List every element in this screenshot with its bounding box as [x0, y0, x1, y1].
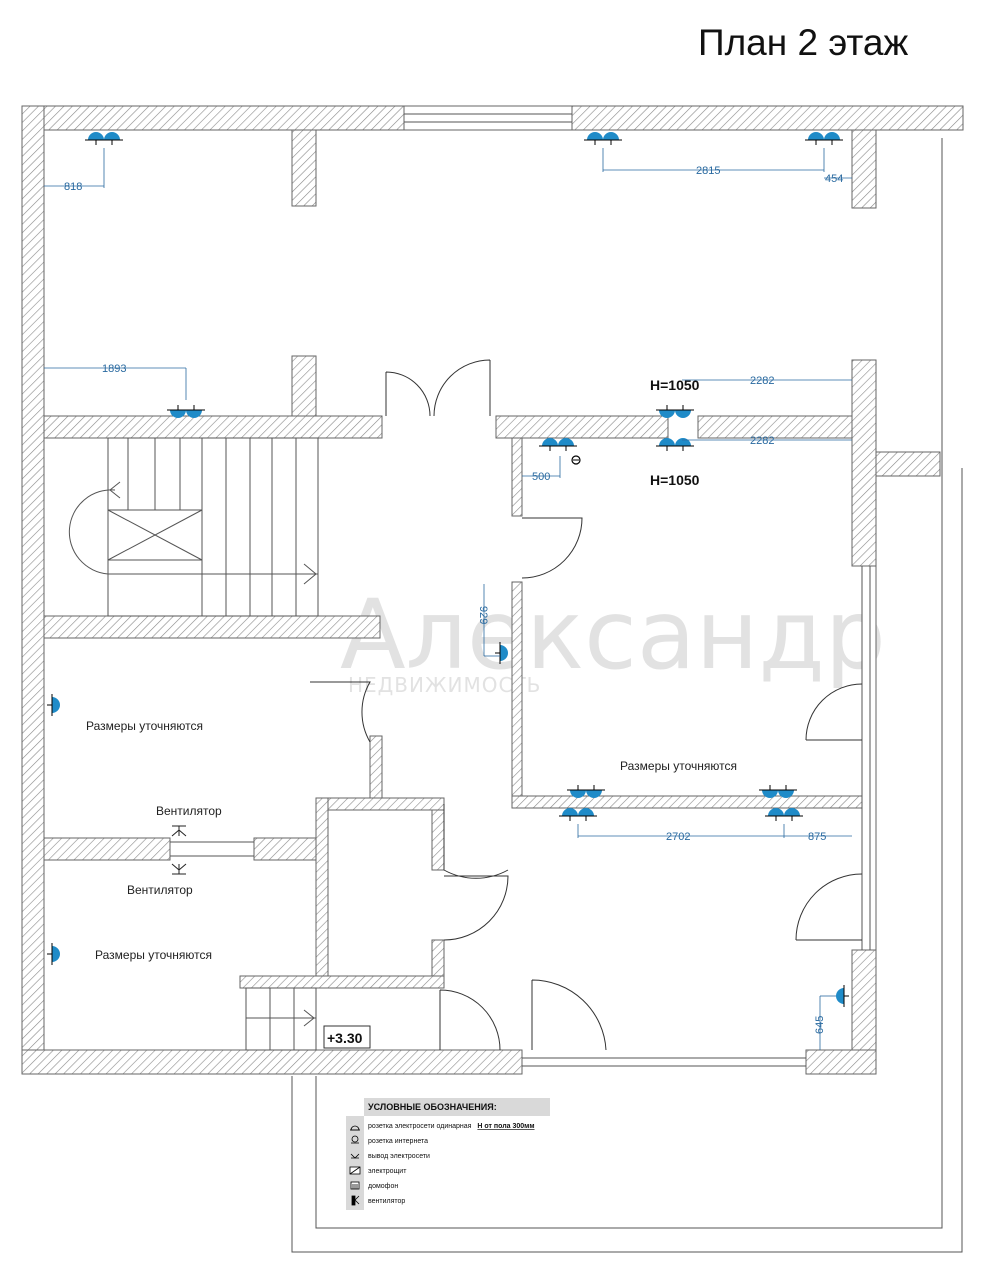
- legend-icon-column: [346, 1116, 364, 1210]
- dim-label: 818: [64, 181, 82, 193]
- socket-icon: [85, 132, 123, 145]
- socket-icon: [765, 808, 803, 821]
- internet-socket-icon: [351, 1135, 359, 1144]
- dim-label: 500: [532, 471, 550, 483]
- windows: [170, 113, 871, 1067]
- dim-label: 454: [825, 173, 843, 185]
- dim-label: 2702: [666, 831, 690, 843]
- dim-label: 1893: [102, 363, 126, 375]
- legend-title: УСЛОВНЫЕ ОБОЗНАЧЕНИЯ:: [368, 1102, 497, 1112]
- legend-header: [364, 1098, 550, 1116]
- intercom-icon: [350, 1181, 360, 1190]
- watermark-main: Александр: [340, 579, 886, 691]
- room-label: Размеры уточняются: [95, 948, 212, 962]
- fan-label: Вентилятор: [127, 883, 193, 897]
- socket-icon: [46, 693, 61, 717]
- legend-item-text: вентилятор: [368, 1198, 405, 1205]
- level-box: [323, 1025, 371, 1049]
- socket-icon: [584, 132, 622, 145]
- dimension-labels: 818 2815 454 1893 2282 2282 500 929 2702…: [64, 165, 843, 1034]
- dim-label: 875: [808, 831, 826, 843]
- staircase: [68, 437, 319, 1051]
- fan-label: Вентилятор: [156, 804, 222, 818]
- svg-text:розетка электросети одинарная: розетка электросети одинарная H от пола …: [368, 1123, 535, 1130]
- legend-item-text: розетка электросети одинарная: [368, 1123, 472, 1130]
- socket-icon: [539, 438, 577, 451]
- doors: [310, 359, 863, 1051]
- watermark: Александр НЕДВИЖИМОСТЬ: [340, 579, 886, 697]
- legend-item-text: электрощит: [368, 1168, 407, 1175]
- sockets: [46, 132, 850, 1008]
- dim-label: 2282: [750, 375, 774, 387]
- dim-label: 2282: [750, 435, 774, 447]
- legend-item-text: вывод электросети: [368, 1153, 430, 1160]
- room-label: Размеры уточняются: [86, 719, 203, 733]
- annex-outline: [291, 138, 963, 1253]
- legend-item-note: H от пола 300мм: [477, 1123, 534, 1130]
- plan-title: План 2 этаж: [698, 22, 909, 63]
- dim-label: 645: [814, 1016, 826, 1034]
- power-outlet-icon: [350, 1153, 360, 1159]
- legend: УСЛОВНЫЕ ОБОЗНАЧЕНИЯ: розетка электросет…: [346, 1098, 550, 1210]
- socket-icon: [835, 984, 850, 1008]
- socket-icon: [350, 1125, 360, 1131]
- dim-label: 2815: [696, 165, 720, 177]
- height-label: H=1050: [650, 472, 700, 488]
- legend-item-text: розетка интернета: [368, 1138, 428, 1145]
- height-label: H=1050: [650, 377, 700, 393]
- walls: [21, 105, 964, 1075]
- fan-icon: [351, 1195, 360, 1206]
- switchboard-icon: [349, 1166, 361, 1175]
- internet-socket-icon: [571, 455, 581, 465]
- socket-icon: [805, 132, 843, 145]
- legend-item-text: домофон: [368, 1183, 398, 1190]
- watermark-sub: НЕДВИЖИМОСТЬ: [348, 673, 541, 697]
- dim-label: 929: [477, 606, 489, 624]
- dimension-lines: [44, 148, 852, 1050]
- socket-icon: [559, 808, 597, 821]
- level-mark: +3.30: [327, 1030, 363, 1046]
- fan-markers: [171, 825, 187, 875]
- room-label: Размеры уточняются: [620, 759, 737, 773]
- socket-icon: [46, 942, 61, 966]
